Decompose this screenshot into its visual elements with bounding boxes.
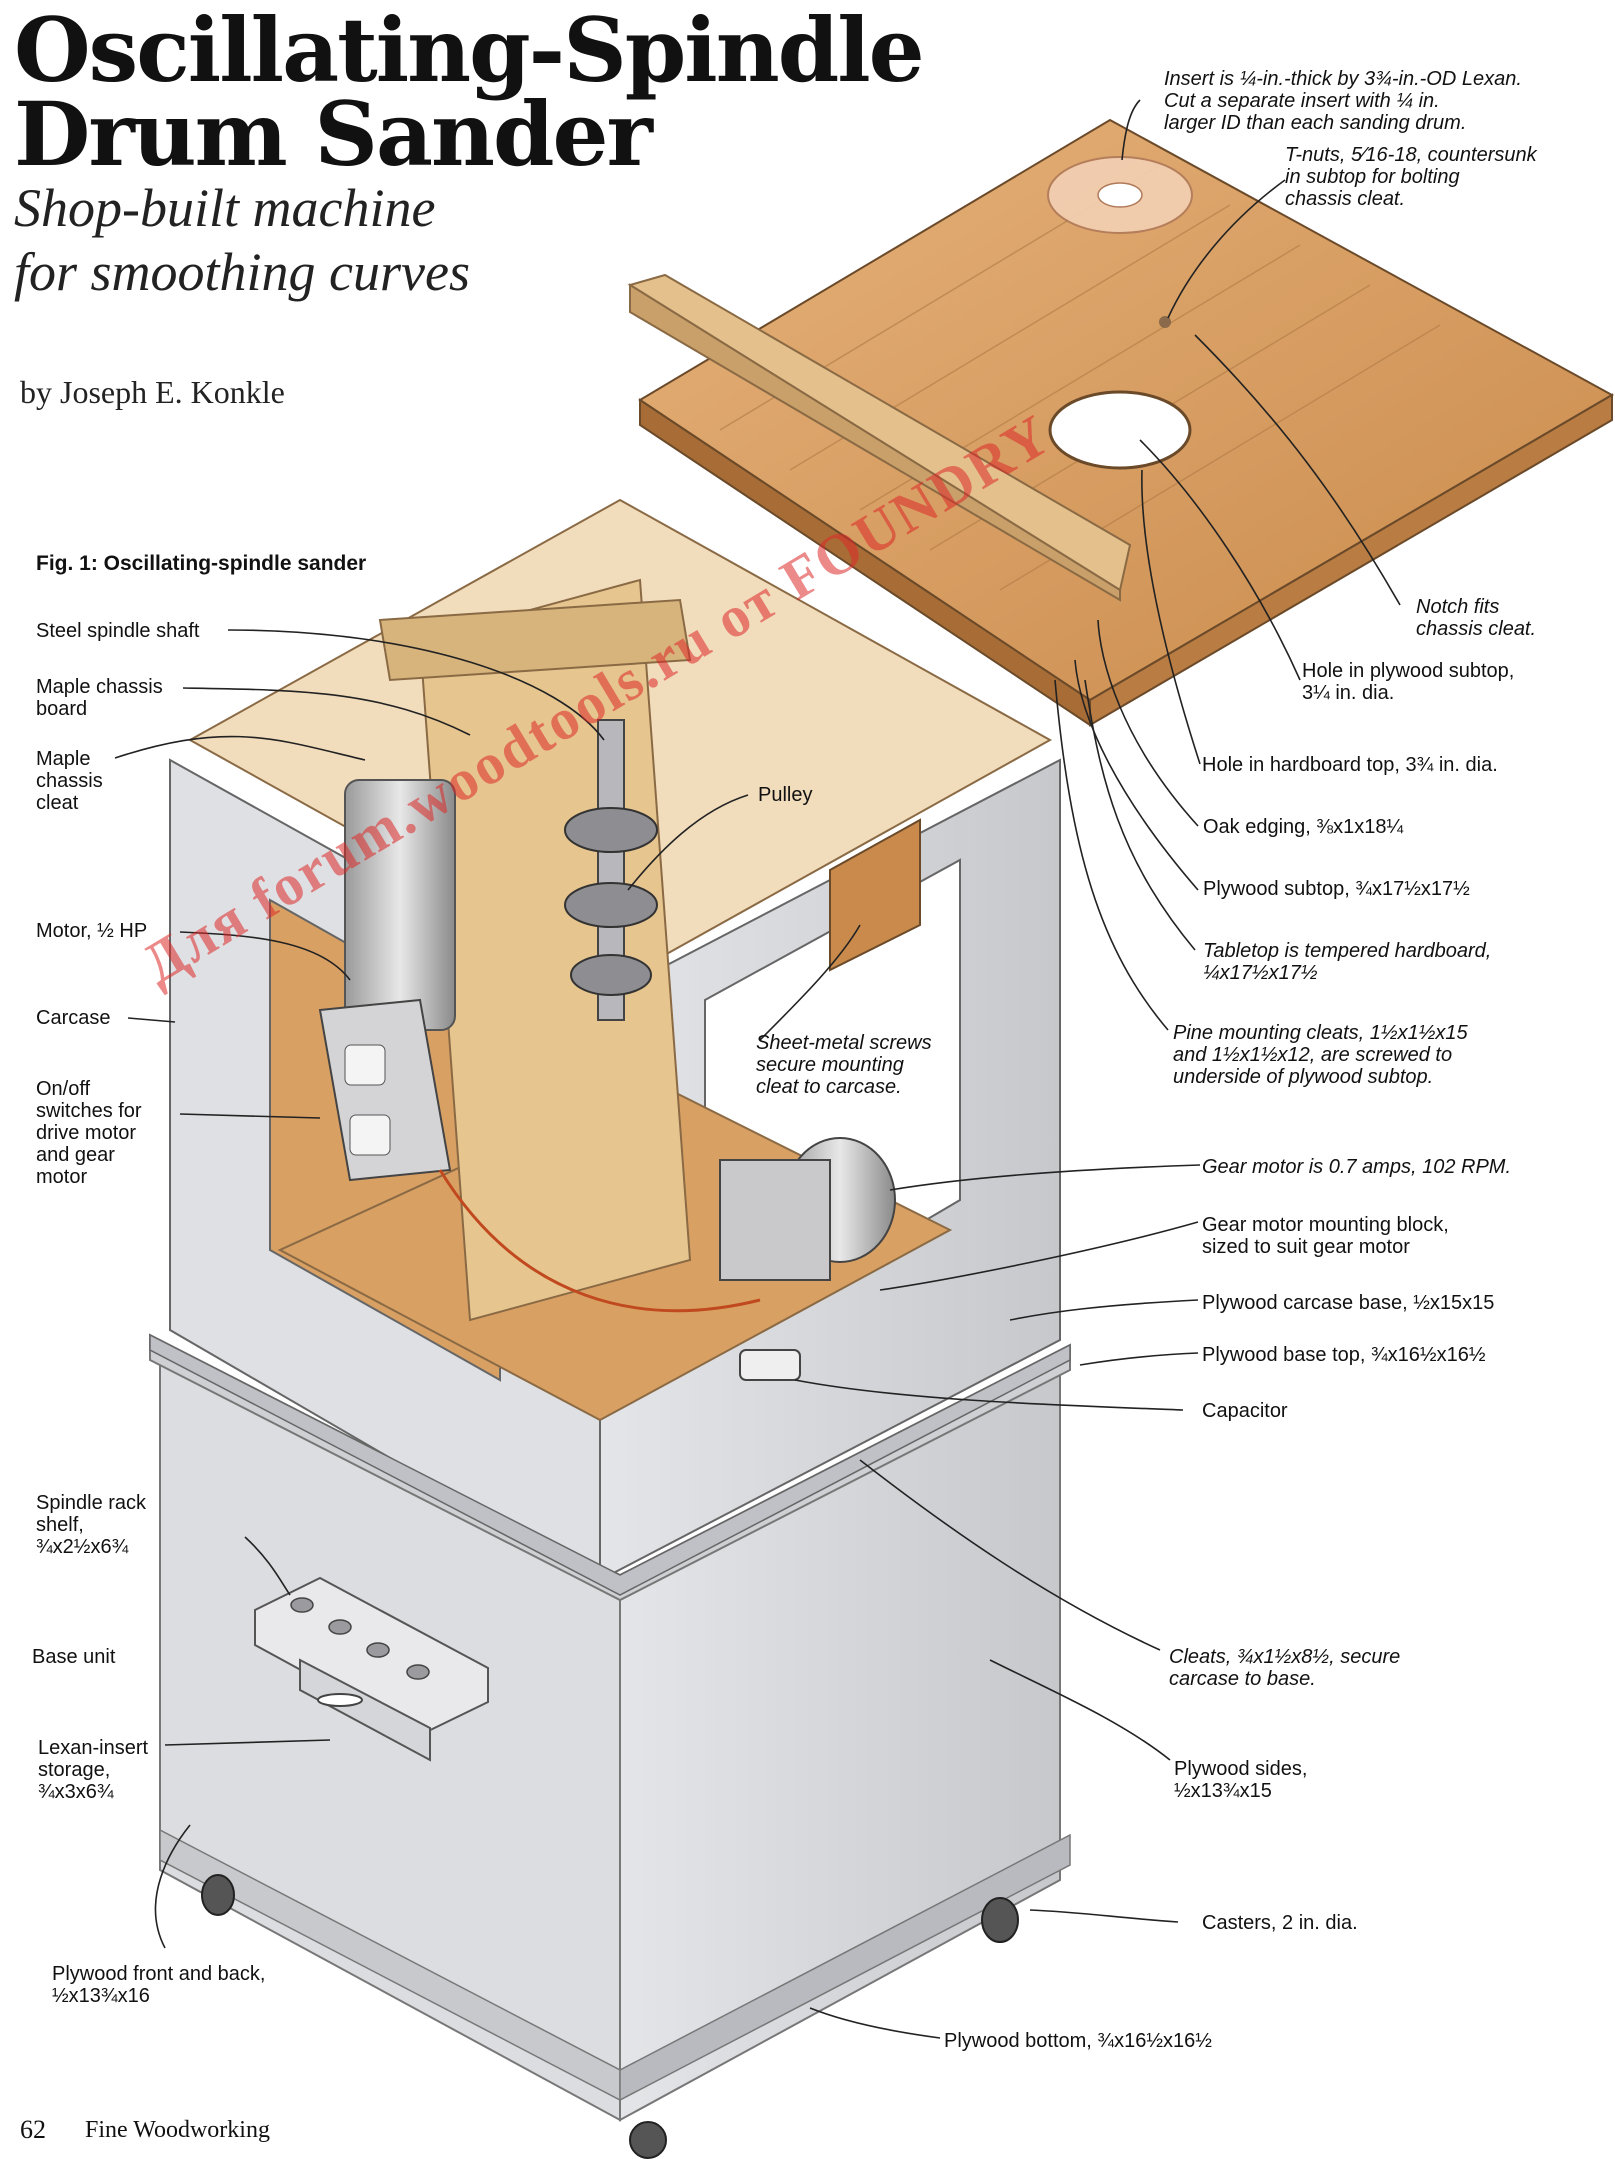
label-onoff-switches: On/off switches for drive motor and gear… [36, 1078, 142, 1188]
label-lexan-insert-storage: Lexan-insert storage, ¾x3x6¾ [38, 1737, 149, 1803]
label-plywood-base-top: Plywood base top, ¾x16½x16½ [1202, 1344, 1486, 1366]
label-plywood-bottom: Plywood bottom, ¾x16½x16½ [944, 2030, 1212, 2052]
label-hole-plywood-subtop: Hole in plywood subtop, 3¼ in. dia. [1302, 660, 1515, 704]
label-t-nuts: T-nuts, 5⁄16-18, countersunk in subtop f… [1285, 144, 1537, 210]
label-cleats: Cleats, ¾x1½x8½, secure carcase to base. [1169, 1646, 1401, 1690]
magazine-name: Fine Woodworking [85, 2117, 270, 2143]
leader-lines [114, 99, 1401, 2039]
label-spindle-rack-shelf: Spindle rack shelf, ¾x2½x6¾ [36, 1492, 147, 1558]
title-line-2: Drum Sander [14, 82, 653, 186]
label-maple-chassis-cleat: Maple chassis cleat [36, 748, 103, 814]
tabletop-assembly [627, 118, 1615, 727]
label-pine-mounting-cleats: Pine mounting cleats, 1½x1½x15 and 1½x1½… [1173, 1022, 1468, 1088]
label-steel-spindle-shaft: Steel spindle shaft [36, 620, 200, 642]
title-line-1: Oscillating-Spindle [14, 0, 925, 102]
label-sheet-metal-screws: Sheet-metal screws secure mounting cleat… [756, 1032, 932, 1098]
subtitle-line-2: for smoothing curves [14, 242, 470, 302]
label-gear-motor-block: Gear motor mounting block, sized to suit… [1202, 1214, 1449, 1258]
label-base-unit: Base unit [32, 1646, 116, 1668]
label-insert: Insert is ¼-in.-thick by 3¾-in.-OD Lexan… [1164, 68, 1522, 134]
label-motor: Motor, ½ HP [36, 920, 148, 942]
label-gear-motor: Gear motor is 0.7 amps, 102 RPM. [1202, 1156, 1512, 1178]
label-capacitor: Capacitor [1202, 1400, 1288, 1422]
label-oak-edging: Oak edging, ⅜x1x18¼ [1203, 816, 1404, 838]
label-plywood-subtop: Plywood subtop, ¾x17½x17½ [1203, 878, 1470, 900]
label-carcase: Carcase [36, 1007, 111, 1029]
carcase-art [149, 498, 1071, 1596]
subtitle-line-1: Shop-built machine [14, 178, 436, 238]
label-hole-hardboard-top: Hole in hardboard top, 3¾ in. dia. [1202, 754, 1498, 776]
page-number: 62 [20, 2115, 46, 2144]
label-pulley: Pulley [758, 784, 813, 806]
label-casters: Casters, 2 in. dia. [1202, 1912, 1358, 1934]
byline: by Joseph E. Konkle [20, 374, 285, 410]
label-plywood-sides: Plywood sides, ½x13¾x15 [1174, 1758, 1308, 1802]
base-unit-art [149, 1333, 1071, 2159]
label-plywood-carcase-base: Plywood carcase base, ½x15x15 [1202, 1292, 1495, 1314]
figure-title: Fig. 1: Oscillating-spindle sander [36, 552, 367, 575]
article-subtitle: Shop-built machine for smoothing curves [14, 176, 470, 304]
article-title: Oscillating-Spindle Drum Sander [14, 0, 925, 186]
label-maple-chassis-board: Maple chassis board [36, 676, 163, 720]
label-plywood-front-back: Plywood front and back, ½x13¾x16 [52, 1963, 266, 2007]
label-tabletop: Tabletop is tempered hardboard, ¼x17½x17… [1203, 940, 1492, 984]
label-notch: Notch fits chassis cleat. [1416, 596, 1537, 640]
